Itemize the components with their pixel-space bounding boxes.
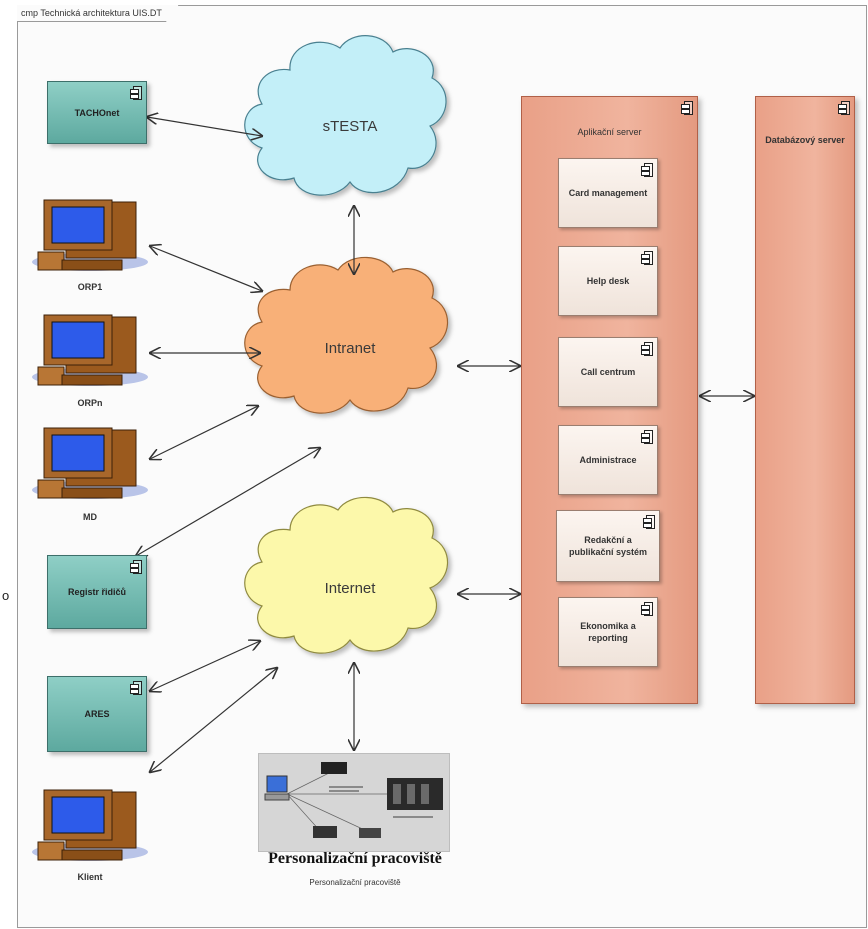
component-icon [838,101,850,115]
module-label: Ekonomika a reporting [580,621,636,643]
module-card-management[interactable]: Card management [558,158,658,228]
computer-icon-orpn [32,314,148,386]
personalization-title: Personalizační pracoviště [268,850,442,867]
computer-icon-orp1 [32,199,148,271]
component-icon [130,86,142,100]
stesta-cloud [244,35,447,196]
orpn-label: ORPn [77,398,103,408]
registr-label: Registr řidičů [67,587,126,597]
tachonet-node[interactable]: TACHOnet [47,81,147,144]
computer-icon-md [32,427,148,499]
component-icon [641,430,653,444]
component-icon [641,251,653,265]
module-ekonomika-reporting[interactable]: Ekonomika a reporting [558,597,658,667]
computer-icon-klient [32,789,148,861]
app-server-title: Aplikační server [577,127,642,137]
orp1-label: ORP1 [77,282,103,292]
side-text: o [2,588,10,603]
personalization-image [258,753,450,852]
db-server[interactable]: Databázový server [755,96,855,704]
component-icon [643,515,655,529]
klient-label: Klient [77,872,103,882]
intranet-cloud [244,256,449,414]
module-administrace[interactable]: Administrace [558,425,658,495]
component-icon [641,163,653,177]
registr-node[interactable]: Registr řidičů [47,555,147,629]
ares-node[interactable]: ARES [47,676,147,752]
module-call-centrum[interactable]: Call centrum [558,337,658,407]
component-icon [681,101,693,115]
md-label: MD [83,512,97,522]
component-icon [130,560,142,574]
module-label: Administrace [579,455,637,465]
module-help-desk[interactable]: Help desk [558,246,658,316]
module-label: Call centrum [580,367,636,377]
ares-label: ARES [84,709,110,719]
module-label: Redakční a publikační systém [568,535,648,557]
module-redakcni-system[interactable]: Redakční a publikační systém [556,510,660,582]
connectors [136,117,754,772]
stesta-label: sTESTA [322,118,378,135]
internet-cloud [244,496,449,654]
personalization-illustration [264,762,443,838]
component-icon [130,681,142,695]
personalization-subtitle: Personalizační pracoviště [309,878,401,887]
tachonet-label: TACHOnet [74,107,120,118]
intranet-label: Intranet [324,340,376,357]
component-icon [641,602,653,616]
module-label: Card management [568,188,648,198]
module-label: Help desk [586,276,630,286]
db-server-title: Databázový server [765,135,845,145]
internet-label: Internet [324,580,376,597]
component-icon [641,342,653,356]
